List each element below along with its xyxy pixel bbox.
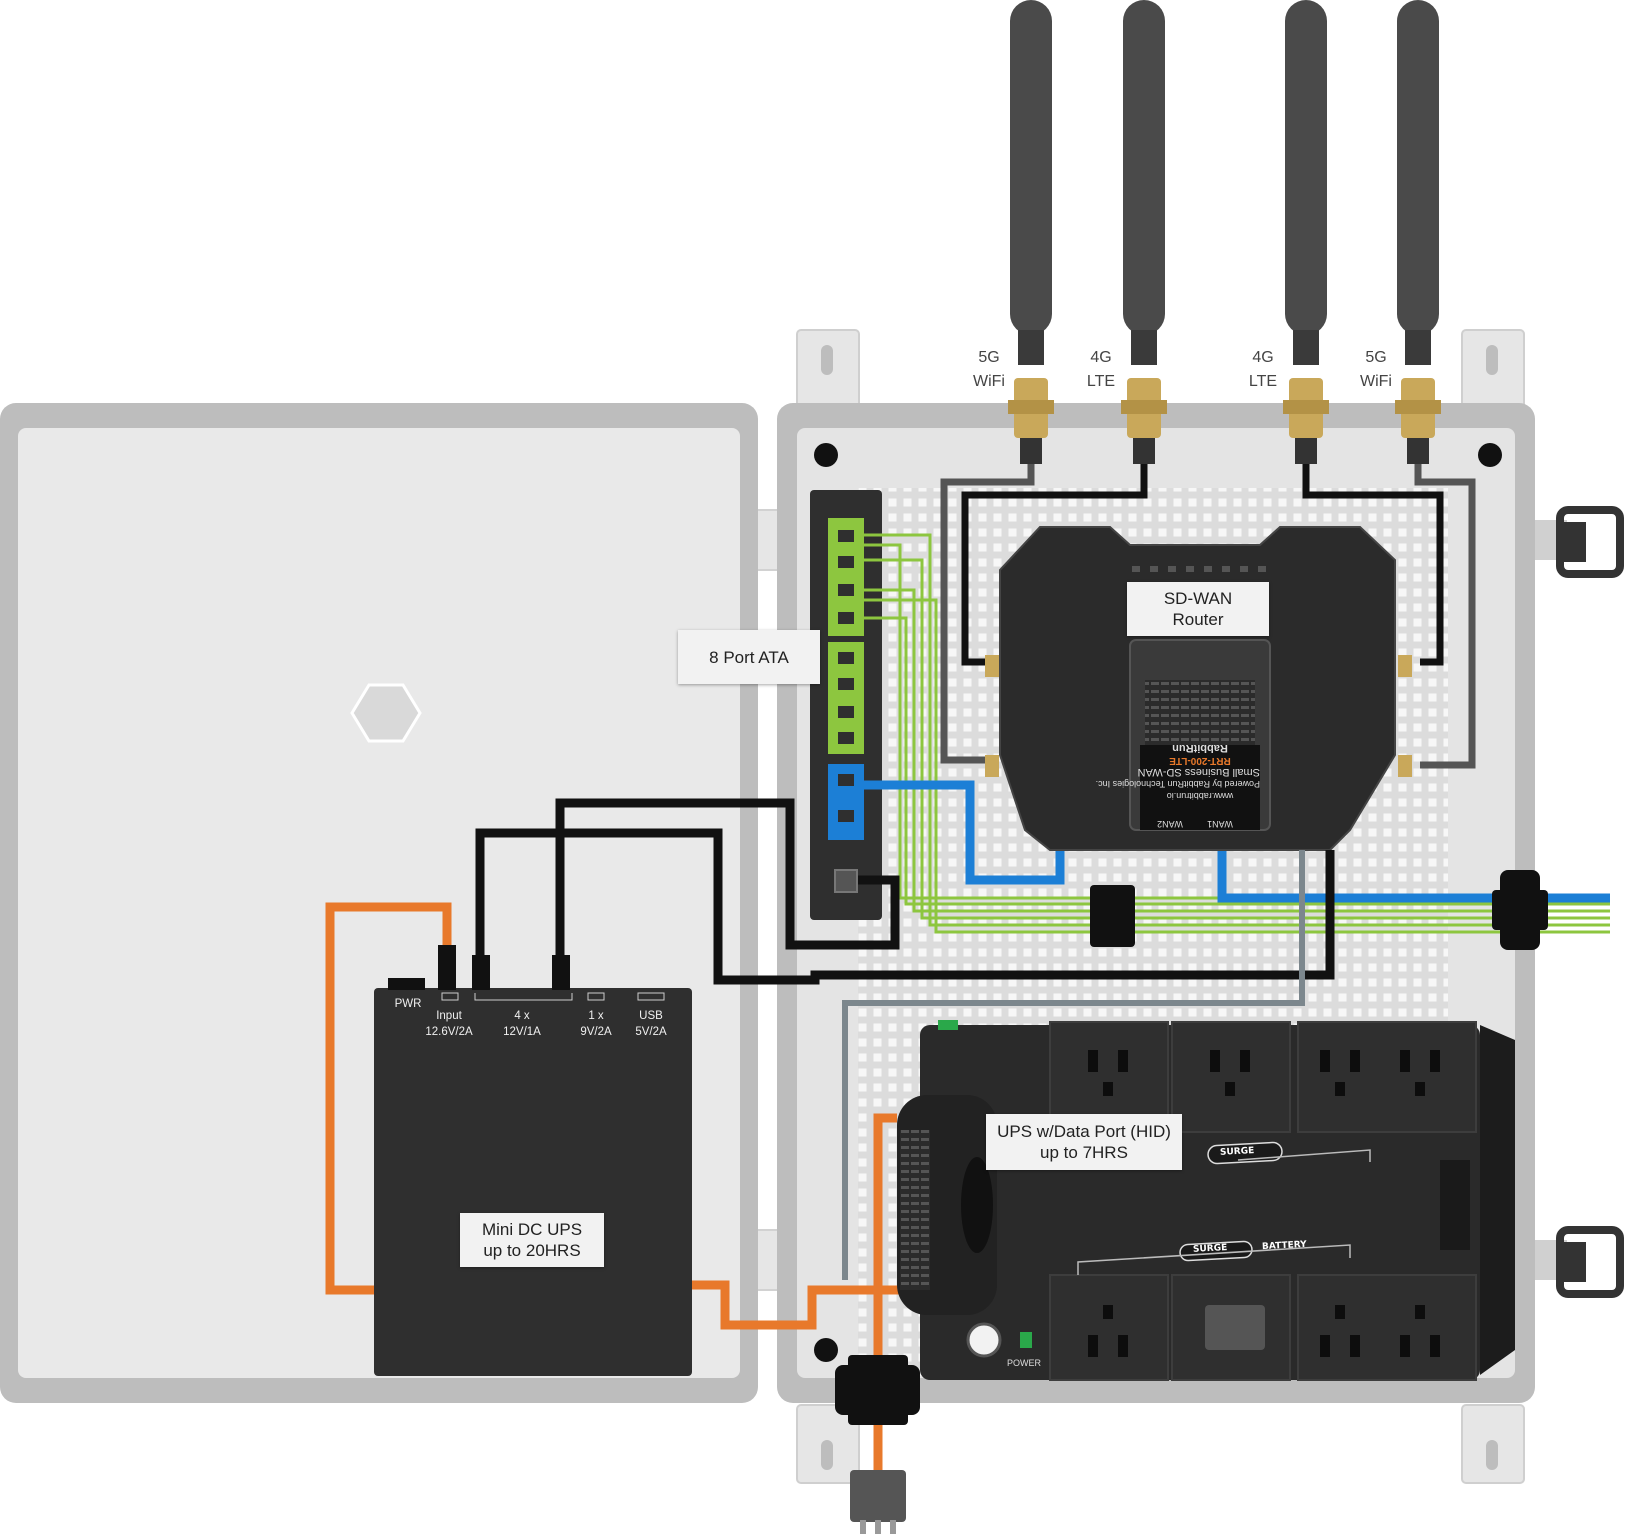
antenna-icon — [1008, 0, 1054, 464]
ac-plug-icon — [850, 1470, 906, 1534]
antenna-icon — [1395, 0, 1441, 464]
cable-gland-bottom — [835, 1355, 920, 1425]
antenna-label-5g-wifi-right: 5G WiFi — [1360, 349, 1392, 390]
mounting-feet — [796, 329, 1525, 1484]
ups-data-cable — [842, 850, 1305, 1280]
router-markings: www.rabbitrun.io Powered by RabbitRun Te… — [1095, 742, 1260, 801]
ups-surge-badge-top: SURGE — [1219, 1146, 1255, 1158]
mini-ups-input-label: Input 12.6V/2A — [425, 1010, 473, 1038]
cable-gland-right — [1492, 870, 1548, 950]
ethernet-cables-green — [864, 533, 1610, 934]
antenna-label-4g-lte-right: 4G LTE — [1248, 349, 1278, 390]
sdwan-router — [985, 526, 1412, 851]
ata-device — [810, 490, 882, 920]
ups-power-button — [966, 1322, 1002, 1358]
mini-ups-out1-label: 1 x 9V/2A — [580, 1010, 612, 1038]
mount-hole — [814, 443, 838, 467]
ups-outlets — [1049, 1021, 1477, 1381]
router-power-adapter — [1090, 885, 1135, 947]
dc-power-cables — [475, 798, 1335, 985]
mount-hole — [1478, 443, 1502, 467]
ups-plug — [1205, 1305, 1265, 1350]
antenna-label-4g-lte-left: 4G LTE — [1086, 349, 1116, 390]
ata-power-jack — [834, 869, 858, 893]
mini-ups-usb-label: USB 5V/2A — [635, 1010, 667, 1038]
antenna-label-5g-wifi-left: 5G WiFi — [973, 349, 1005, 390]
ethernet-cables-blue — [858, 780, 1610, 903]
ups-surge-badge-bottom: SURGE — [1192, 1243, 1228, 1255]
router-wan2-label: WAN2 — [1157, 819, 1183, 829]
antenna-cables — [940, 464, 1476, 769]
router-wan1-label: WAN1 — [1207, 819, 1233, 829]
mini-ups-pwr-label: PWR — [394, 998, 422, 1010]
antennas — [1008, 0, 1441, 464]
ata-label: 8 Port ATA — [678, 630, 820, 684]
ups-label: UPS w/Data Port (HID) up to 7HRS — [986, 1114, 1182, 1170]
antenna-icon — [1283, 0, 1329, 464]
latches — [1535, 506, 1624, 1298]
router-label-plate — [1140, 745, 1260, 830]
mini-dc-ups — [374, 945, 692, 1376]
mini-ups-out4-label: 4 x 12V/1A — [503, 1010, 541, 1038]
router-label: SD-WAN Router — [1127, 582, 1269, 636]
ups-power-label: POWER — [1007, 1358, 1042, 1368]
antenna-icon — [1121, 0, 1167, 464]
door-vent — [350, 683, 422, 743]
mini-ups-label: Mini DC UPS up to 20HRS — [460, 1213, 604, 1267]
ups-unit — [897, 1020, 1515, 1381]
mount-hole — [814, 1338, 838, 1362]
